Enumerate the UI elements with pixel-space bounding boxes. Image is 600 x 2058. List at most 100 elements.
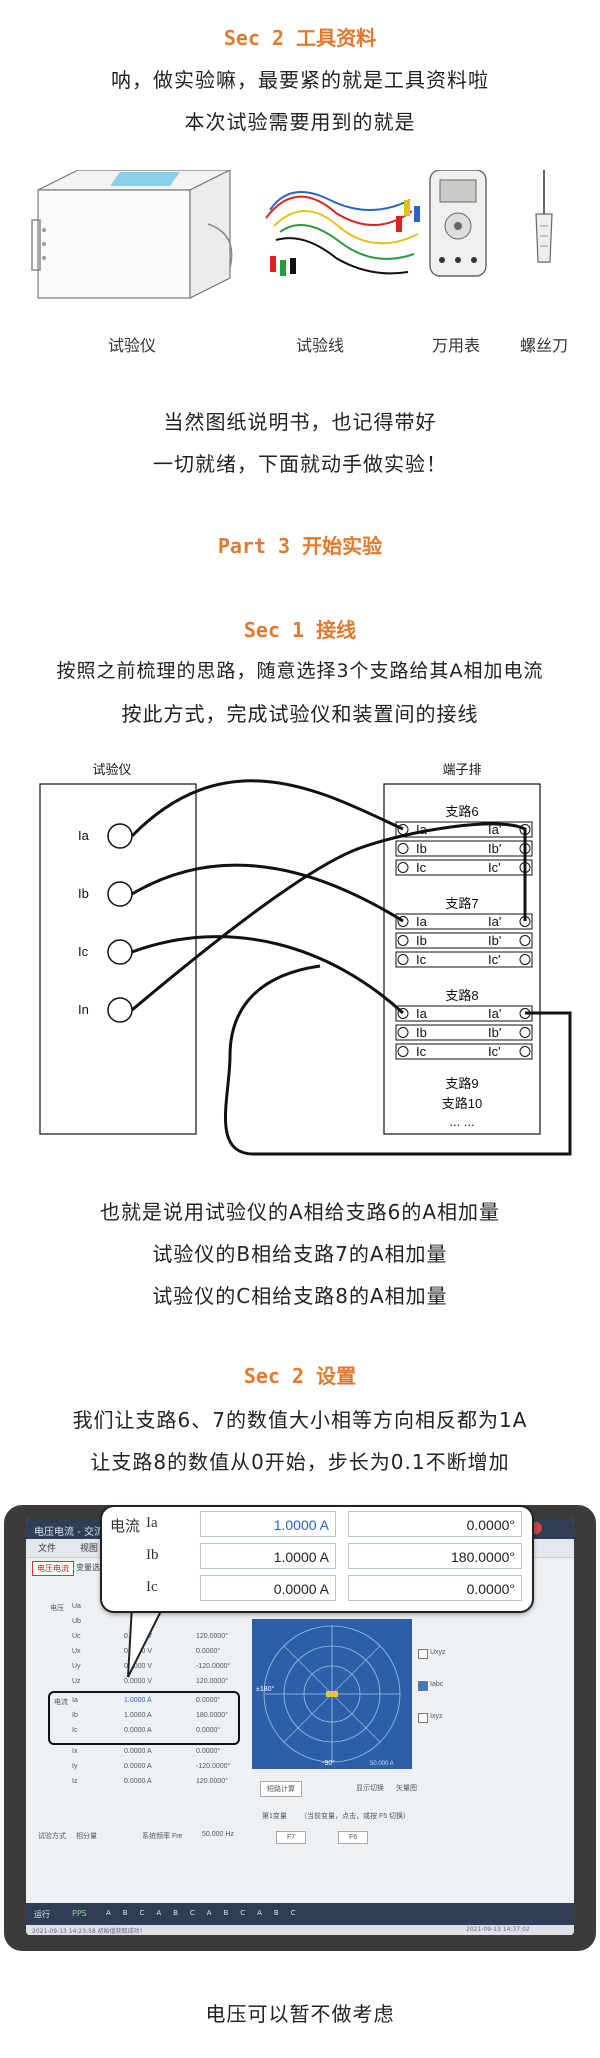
- diagram-wires: [130, 779, 572, 1156]
- tool-label-multimeter: 万用表: [431, 336, 480, 355]
- menu-file[interactable]: 文件: [38, 1544, 57, 1554]
- status-left: 2021-09-13 14:23:58 初始值获取成功！: [32, 1928, 146, 1935]
- diagram-terminal-ic: Ic: [78, 944, 89, 959]
- control-bar: 运行 PPS ABCABCABCABC: [26, 1903, 574, 1925]
- diagram-branch-6-rows: Ia Ia' Ib Ib' Ic Ic': [395, 821, 533, 876]
- current-row-ang[interactable]: 180.0000°: [196, 1712, 228, 1719]
- callout-ia-ang: 0.0000°: [348, 1511, 522, 1537]
- wire-ic-to-branch8: [131, 935, 405, 1015]
- svg-text:Ic': Ic': [488, 1044, 501, 1059]
- f6-button[interactable]: F6: [338, 1831, 369, 1844]
- callout-ib-mag: 1.0000 A: [200, 1543, 336, 1569]
- voltage-row-mag[interactable]: 0.0000 V: [124, 1663, 153, 1670]
- freq-value[interactable]: 50.000 Hz: [202, 1831, 234, 1838]
- tools-illustration: [31, 170, 553, 299]
- multimeter-image: [429, 170, 487, 277]
- f7-button[interactable]: F7: [276, 1831, 307, 1844]
- current-group-label: 电流: [54, 1699, 68, 1706]
- current-row-mag[interactable]: 0.0000 A: [124, 1748, 152, 1755]
- short-circuit-calc-button[interactable]: 短路计算: [260, 1781, 302, 1797]
- tab-voltage-current[interactable]: 电压电流: [32, 1561, 74, 1576]
- diagram-terminal-block-title: 端子排: [442, 762, 481, 777]
- wiring-explain-line-1: 也就是说用试验仪的A相给支路6的A相加量: [99, 1200, 501, 1224]
- phasor-left-label: ±180°: [256, 1685, 275, 1693]
- pps-indicator: PPS: [72, 1909, 87, 1918]
- callout-ic-mag: 0.0000 A: [200, 1575, 336, 1601]
- checkbox-iabc[interactable]: [418, 1681, 428, 1691]
- variable-hint: （当前变量，点击，或按 F5 切换）: [300, 1813, 411, 1820]
- diagram-ellipsis: ... ...: [449, 1114, 474, 1129]
- svg-text:Ic': Ic': [488, 860, 501, 875]
- wire-return-path: [223, 964, 321, 1156]
- tab-variable-select[interactable]: 变量选择: [76, 1563, 108, 1572]
- voltage-group-label: 电压: [50, 1605, 64, 1612]
- wire-branch8-return: [254, 1011, 572, 1156]
- wiring-section-heading: Sec 1 接线: [243, 618, 357, 642]
- voltage-row-name: Uz: [72, 1678, 81, 1685]
- current-row-name: Iy: [72, 1763, 78, 1770]
- voltage-note: 电压可以暂不做考虑: [205, 2002, 395, 2026]
- test-mode-select[interactable]: 相分量: [76, 1833, 97, 1840]
- diagram-branch-6-name: 支路6: [445, 804, 478, 819]
- svg-text:Ia': Ia': [488, 914, 501, 929]
- variable-label: 第1变量: [262, 1813, 287, 1820]
- current-row-ang[interactable]: 0.0000°: [196, 1697, 221, 1704]
- voltage-row-ang[interactable]: 120.0000°: [196, 1678, 228, 1685]
- diagram-tester-title: 试验仪: [92, 762, 131, 777]
- voltage-row-name: Uc: [72, 1633, 81, 1640]
- checkbox-uxyz[interactable]: [418, 1649, 428, 1659]
- current-row-mag[interactable]: 0.0000 A: [124, 1763, 152, 1770]
- voltage-row-ang[interactable]: 0.0000°: [196, 1648, 221, 1655]
- vector-view-select[interactable]: 矢量图: [396, 1785, 417, 1792]
- tester-image: [31, 170, 233, 299]
- svg-text:Ib': Ib': [488, 841, 501, 856]
- current-row-ang[interactable]: 120.0000°: [196, 1778, 228, 1785]
- current-row-mag[interactable]: 0.0000 A: [124, 1778, 152, 1785]
- tools-note-line-1: 当然图纸说明书，也记得带好: [163, 410, 437, 434]
- current-row-name: Ix: [72, 1748, 78, 1755]
- callout-row-name: Ib: [146, 1547, 159, 1563]
- svg-text:Ib: Ib: [416, 933, 427, 948]
- display-switch-label: 显示切换: [356, 1785, 384, 1792]
- svg-text:Ib': Ib': [488, 1025, 501, 1040]
- svg-text:Ib: Ib: [416, 1025, 427, 1040]
- voltage-row-ang[interactable]: -120.0000°: [196, 1663, 231, 1670]
- phasor-bottom-label: -90°: [322, 1759, 335, 1767]
- diagram-branch-7-rows: Ia Ia' Ib Ib' Ic Ic': [395, 913, 533, 968]
- tools-intro-line-1: 呐，做实验嘛，最要紧的就是工具资料啦: [111, 68, 489, 92]
- status-right: 2021-09-13 14:37:02: [466, 1926, 530, 1933]
- current-row-name: Iz: [72, 1778, 78, 1785]
- current-row-ang[interactable]: 0.0000°: [196, 1727, 221, 1734]
- current-callout: 电流 Ia 1.0000 A 0.0000° Ib 1.0000 A 180.0…: [100, 1505, 534, 1613]
- settings-intro-line-2: 让支路8的数值从0开始，步长为0.1不断增加: [90, 1450, 510, 1474]
- current-row-name: Ic: [72, 1727, 78, 1734]
- diagram-branch-8-rows: Ia Ia' Ib Ib' Ic Ic': [395, 1005, 533, 1060]
- tools-note-line-2: 一切就绪，下面就动手做实验！: [153, 452, 447, 476]
- current-row-ang[interactable]: 0.0000°: [196, 1748, 221, 1755]
- wire-ib-to-branch7: [131, 863, 404, 923]
- tool-label-screwdriver: 螺丝刀: [519, 336, 568, 355]
- tester-device-photo: 电压电流 - 交流（6U6I）【F4 最小化】 (ID:AQ660T07212)…: [4, 1505, 596, 1951]
- current-row-mag[interactable]: 1.0000 A: [124, 1712, 152, 1719]
- phasor-scale-label: 50.000 A: [370, 1761, 394, 1767]
- current-row-mag[interactable]: 1.0000 A: [124, 1697, 152, 1704]
- tool-label-test-leads: 试验线: [295, 336, 344, 355]
- current-row-ang[interactable]: -120.0000°: [196, 1763, 231, 1770]
- current-row-name: Ib: [72, 1712, 78, 1719]
- menu-view[interactable]: 视图: [80, 1544, 99, 1554]
- diagram-branch-10-name: 支路10: [442, 1096, 482, 1111]
- callout-group-label: 电流: [110, 1519, 141, 1535]
- svg-text:Ia': Ia': [488, 1006, 501, 1021]
- current-row-mag[interactable]: 0.0000 A: [124, 1727, 152, 1734]
- wiring-explain-line-2: 试验仪的B相给支路7的A相加量: [152, 1242, 448, 1266]
- run-button[interactable]: 运行: [34, 1910, 50, 1919]
- tools-section-heading: Sec 2 工具资料: [223, 26, 377, 50]
- voltage-row-mag[interactable]: 0.0000 V: [124, 1678, 153, 1685]
- checkbox-ixyz[interactable]: [418, 1713, 428, 1723]
- voltage-row-ang[interactable]: 120.0000°: [196, 1633, 228, 1640]
- diagram-branch-7-name: 支路7: [445, 896, 478, 911]
- screwdriver-image: [535, 170, 553, 263]
- svg-text:Ia: Ia: [416, 1006, 428, 1021]
- callout-ia-mag: 1.0000 A: [200, 1511, 336, 1537]
- svg-text:Ib: Ib: [416, 841, 427, 856]
